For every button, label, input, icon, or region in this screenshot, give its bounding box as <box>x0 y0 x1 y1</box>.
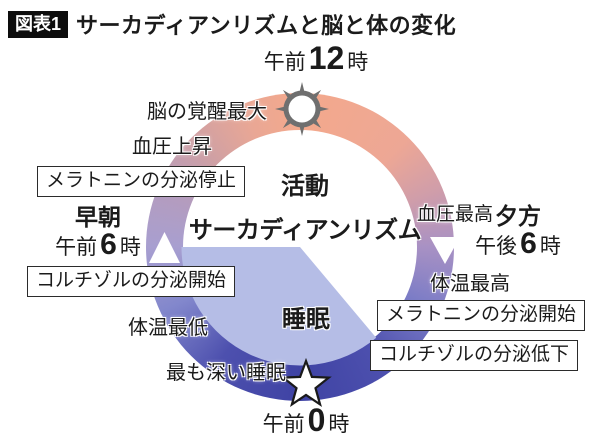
note-deepest-sleep: 最も深い睡眠 <box>166 362 286 384</box>
note-temp-highest: 体温最高 <box>430 273 510 295</box>
box-cortisol-start: コルチゾルの分泌開始 <box>27 266 236 297</box>
time-noon: 午前 12 時 <box>264 42 369 76</box>
time-midnight-prefix: 午前 <box>262 413 305 436</box>
time-noon-prefix: 午前 <box>263 51 306 74</box>
figure-title: サーカディアンリズムと脳と体の変化 <box>76 13 457 38</box>
figure-header: 図表1 サーカディアンリズムと脳と体の変化 <box>8 8 456 40</box>
box-melatonin-stop: メラトニンの分泌停止 <box>37 166 246 197</box>
time-noon-suffix: 時 <box>347 51 369 74</box>
note-bp-rise: 血圧上昇 <box>132 136 212 158</box>
time-evening-prefix: 午後 <box>475 235 518 259</box>
time-morning-suffix: 時 <box>119 236 141 260</box>
box-cortisol-decline: コルチゾルの分泌低下 <box>370 340 579 371</box>
time-morning: 早朝 午前 6 時 <box>48 204 148 262</box>
morning-label: 早朝 <box>75 204 121 230</box>
time-evening-number: 6 <box>520 227 537 261</box>
note-bp-highest: 血圧最高 <box>417 204 494 225</box>
time-evening: 夕方 午後 6 時 <box>466 203 570 261</box>
evening-label: 夕方 <box>495 203 541 229</box>
time-midnight-suffix: 時 <box>328 413 350 436</box>
sleep-label: 睡眠 <box>282 306 330 333</box>
time-morning-prefix: 午前 <box>55 236 98 260</box>
time-evening-suffix: 時 <box>539 235 561 259</box>
box-melatonin-start: メラトニンの分泌開始 <box>377 300 586 331</box>
time-noon-number: 12 <box>308 40 345 76</box>
time-midnight-number: 0 <box>307 402 326 438</box>
rhythm-title: サーカディアンリズム <box>188 217 422 244</box>
time-midnight: 午前 0 時 <box>263 404 350 438</box>
activity-label: 活動 <box>281 173 329 200</box>
note-brain-wake-max: 脳の覚醒最大 <box>147 101 267 123</box>
note-temp-lowest: 体温最低 <box>128 317 208 339</box>
time-morning-number: 6 <box>100 228 117 262</box>
figure-number-tag: 図表1 <box>8 10 69 38</box>
